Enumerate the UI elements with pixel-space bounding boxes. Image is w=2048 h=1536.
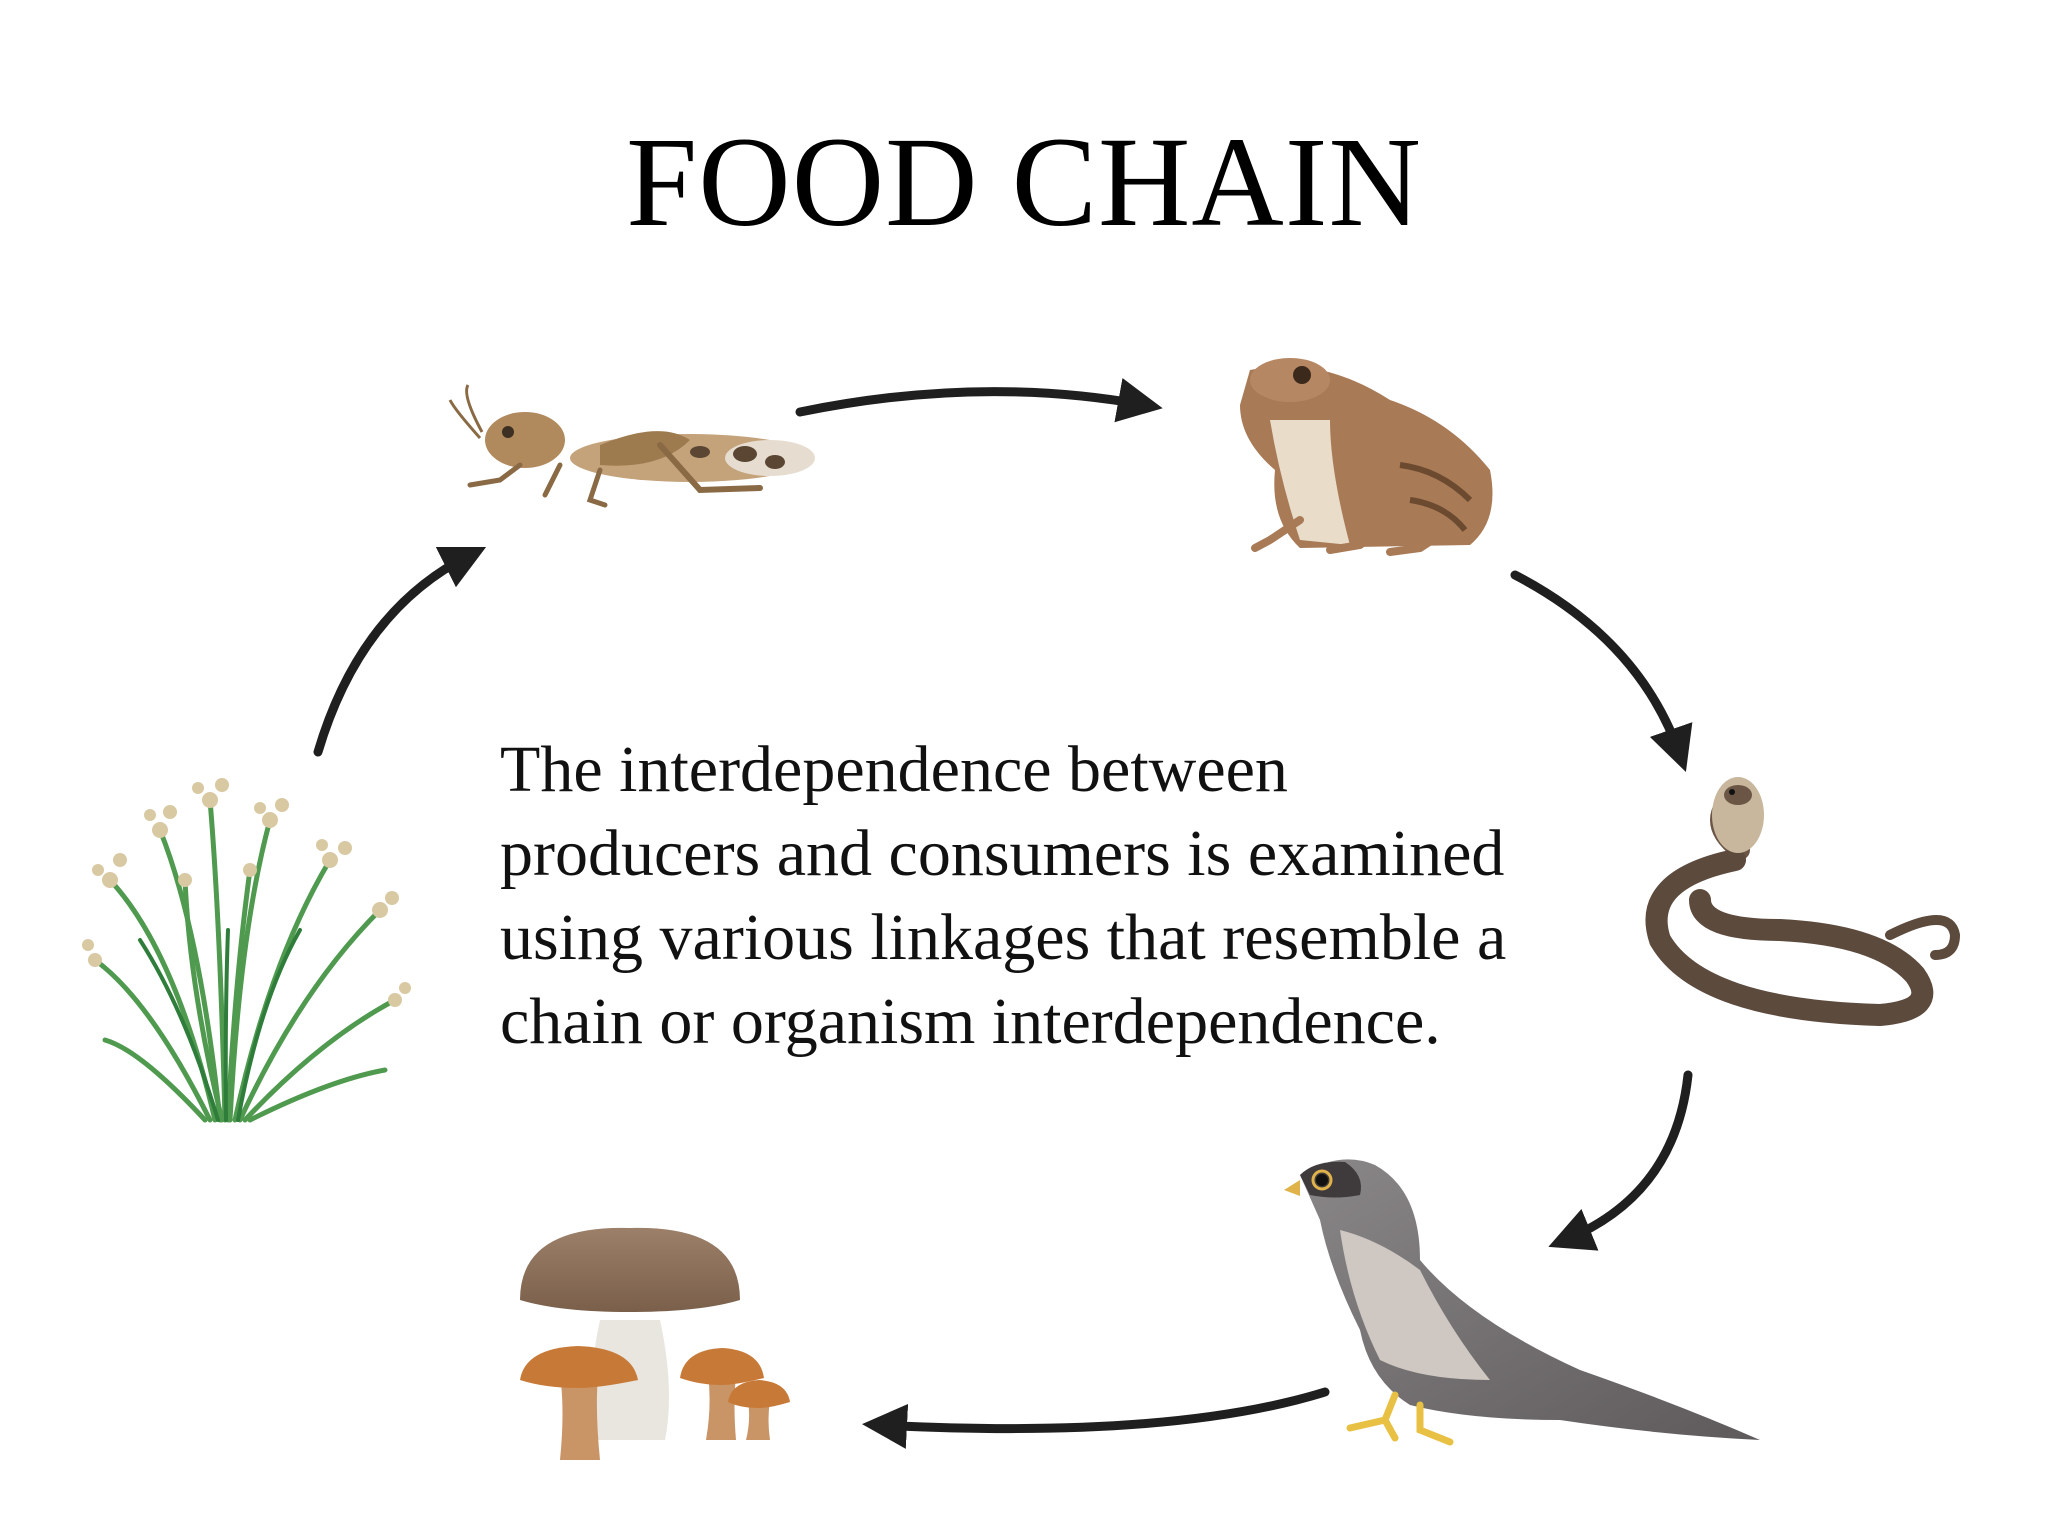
description-line: using various linkages that resemble a (500, 901, 1507, 974)
description-line: chain or organism interdependence. (500, 985, 1441, 1058)
description-text: The interdependence between producers an… (500, 728, 1620, 1064)
snake-icon (1645, 777, 1961, 1027)
diagram-title: FOOD CHAIN (626, 111, 1422, 253)
arrow-grasshopper-to-frog (795, 378, 1163, 423)
flow-arrows (313, 378, 1693, 1449)
arrow-falcon-to-mushrooms (862, 1387, 1330, 1449)
description-line: The interdependence between (500, 733, 1288, 806)
grass-icon (82, 778, 411, 1123)
grasshopper-icon (448, 384, 815, 508)
falcon-icon (1284, 1159, 1760, 1446)
arrow-snake-to-falcon (1548, 1070, 1693, 1251)
description-line: producers and consumers is examined (500, 817, 1505, 890)
frog-icon (1240, 358, 1493, 556)
mushroom-icon (520, 1227, 790, 1460)
arrow-grass-to-grasshopper (313, 546, 487, 757)
arrow-frog-to-snake (1510, 570, 1693, 772)
